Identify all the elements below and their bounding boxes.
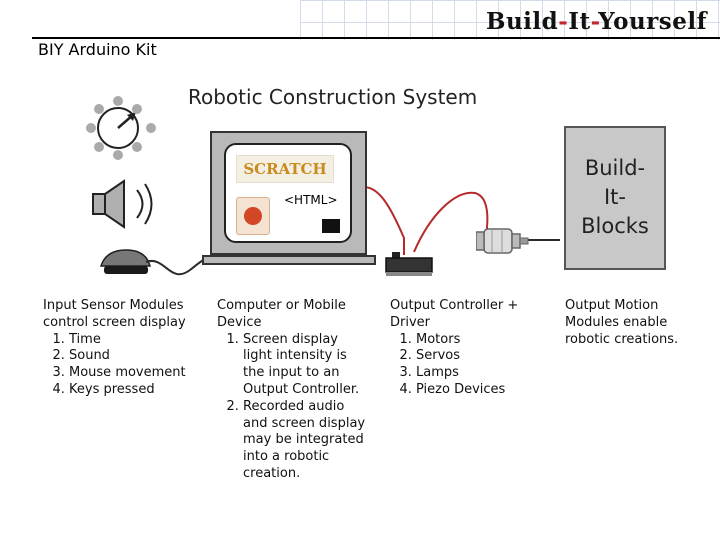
brand-logo: Build-It-Yourself <box>486 8 708 35</box>
scratch-logo: SCRATCH <box>236 155 334 183</box>
page-title: Robotic Construction System <box>188 85 478 109</box>
html-label: <HTML> <box>284 193 338 207</box>
build-it-blocks-box: Build- It- Blocks <box>564 126 666 270</box>
header-title: BIY Arduino Kit <box>38 40 157 59</box>
header-divider <box>32 37 720 39</box>
list-item: Lamps <box>416 365 540 382</box>
screen-sensor-port <box>322 219 340 233</box>
output-controller-list: Motors Servos Lamps Piezo Devices <box>390 332 540 399</box>
list-item: Mouse movement <box>69 365 203 382</box>
computer-list: Screen display light intensity is the in… <box>217 332 367 483</box>
input-sensor-description: Input Sensor Modules control screen disp… <box>43 298 203 399</box>
header-grid-pattern <box>300 0 720 40</box>
motor-icon <box>476 228 529 254</box>
sensor-dial-icon <box>86 96 156 160</box>
speaker-icon <box>92 179 153 229</box>
output-controller-description: Output Controller + Driver Motors Servos… <box>390 298 540 399</box>
computer-monitor: SCRATCH <HTML> <box>210 131 367 255</box>
list-item: Time <box>69 332 203 349</box>
output-controller-heading-line1: Output Controller + <box>390 298 519 313</box>
list-item: Recorded audio and screen display may be… <box>243 399 367 483</box>
powerpoint-icon <box>236 197 270 235</box>
list-item: Motors <box>416 332 540 349</box>
computer-heading-line1: Computer or Mobile <box>217 298 346 313</box>
biy-box-line1: Build- <box>584 156 646 180</box>
biy-box-line3: Blocks <box>581 214 649 238</box>
input-list: Time Sound Mouse movement Keys pressed <box>43 332 203 399</box>
monitor-base <box>202 255 376 265</box>
list-item: Servos <box>416 348 540 365</box>
input-heading-line2: control screen display <box>43 314 186 330</box>
list-item: Piezo Devices <box>416 382 540 399</box>
input-heading-line1: Input Sensor Modules <box>43 298 184 313</box>
list-item: Keys pressed <box>69 382 203 399</box>
computer-description: Computer or Mobile Device Screen display… <box>217 298 377 483</box>
list-item: Sound <box>69 348 203 365</box>
output-controller-heading-line2: Driver <box>390 314 431 330</box>
monitor-screen: SCRATCH <HTML> <box>224 143 352 243</box>
list-item: Screen display light intensity is the in… <box>243 332 367 399</box>
biy-box-line2: It- <box>603 185 626 209</box>
computer-heading-line2: Device <box>217 314 262 330</box>
controller-board-icon <box>385 252 433 276</box>
output-motion-description: Output Motion Modules enable robotic cre… <box>565 298 679 347</box>
